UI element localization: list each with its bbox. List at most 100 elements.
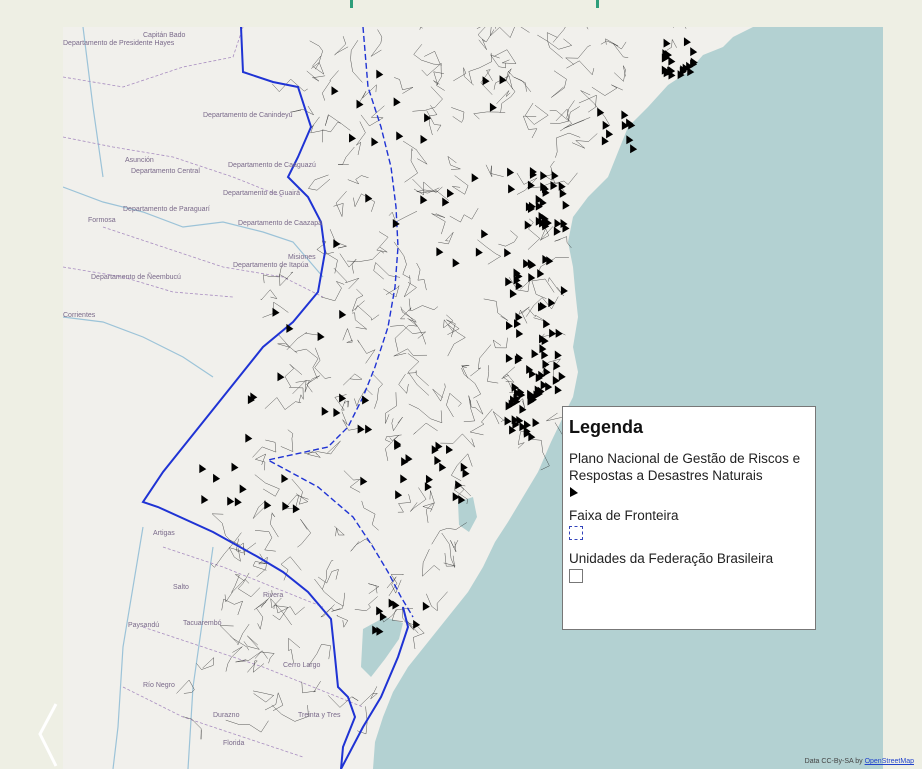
municipal-boundary-segment: [468, 52, 493, 84]
plan-marker: [475, 247, 483, 257]
municipal-boundary-segment: [253, 590, 273, 611]
municipal-boundary-segment: [399, 298, 412, 320]
header-tick-right: [596, 0, 599, 8]
municipal-boundary-segment: [522, 115, 538, 139]
plan-marker: [499, 75, 507, 85]
plan-marker: [281, 473, 289, 483]
municipal-boundary-segment: [372, 374, 383, 409]
municipal-boundary-segment: [431, 522, 467, 545]
municipal-boundary-segment: [388, 574, 404, 597]
municipal-boundary-segment: [343, 470, 361, 493]
municipal-boundary-segment: [385, 392, 397, 424]
municipal-boundary-segment: [525, 102, 549, 125]
municipal-boundary-segment: [429, 105, 438, 136]
municipal-boundary-segment: [402, 606, 419, 634]
plan-marker: [537, 268, 545, 278]
plan-marker: [626, 135, 634, 145]
place-label: Departamento de Itapúa: [233, 262, 309, 269]
municipal-boundary-segment: [538, 257, 569, 273]
municipal-boundary-segment: [443, 314, 454, 333]
plan-marker: [333, 239, 341, 249]
plan-marker: [542, 254, 550, 264]
municipal-boundary-segment: [235, 650, 268, 663]
plan-marker: [535, 201, 543, 211]
municipal-boundary-segment: [527, 218, 541, 250]
plan-marker: [527, 203, 535, 213]
municipal-boundary-segment: [513, 76, 532, 93]
municipal-boundary-segment: [288, 637, 301, 664]
plan-marker: [239, 484, 247, 494]
municipal-boundary-segment: [612, 41, 629, 58]
openstreetmap-link[interactable]: OpenStreetMap: [864, 758, 914, 765]
plan-marker: [535, 216, 543, 226]
plan-marker: [621, 110, 629, 120]
legend-label-border: Faixa de Fronteira: [569, 508, 679, 523]
municipal-boundary-segment: [591, 84, 623, 96]
municipal-boundary-segment: [334, 526, 345, 537]
plan-marker: [621, 121, 629, 131]
plan-marker: [413, 619, 421, 629]
municipal-boundary-segment: [357, 339, 376, 364]
map-attribution: Data CC-By-SA by OpenStreetMap: [805, 758, 914, 765]
plan-marker: [396, 131, 404, 141]
plan-marker: [529, 260, 537, 270]
municipal-boundary-segment: [225, 646, 243, 672]
municipal-boundary-segment: [555, 132, 581, 158]
place-label: Departamento de Canindeyú: [203, 112, 293, 119]
municipal-boundary-segment: [270, 597, 292, 626]
municipal-boundary-segment: [306, 375, 320, 393]
municipal-boundary-segment: [383, 285, 400, 298]
plan-marker: [606, 129, 614, 139]
place-labels: Departamento de Presidente HayesCapitán …: [63, 32, 341, 747]
plan-marker: [199, 464, 207, 474]
plan-marker: [555, 328, 563, 338]
municipal-boundary-segment: [493, 49, 517, 64]
municipal-boundary-segment: [505, 68, 514, 82]
municipal-boundary-segment: [566, 60, 595, 76]
plan-marker: [513, 319, 521, 329]
municipal-boundary-segment: [196, 657, 215, 670]
municipal-boundary-segment: [262, 301, 289, 318]
plan-marker: [420, 195, 428, 205]
plan-marker: [333, 407, 341, 417]
municipal-boundary-segment: [291, 478, 309, 505]
municipal-boundary-segment: [499, 27, 530, 38]
municipal-boundary-segment: [391, 607, 414, 622]
disaster-plan-markers: [199, 37, 698, 636]
municipal-boundary-segment: [358, 84, 377, 104]
plan-marker: [462, 468, 470, 478]
municipal-boundary-segment: [256, 601, 267, 630]
municipal-boundary-segment: [237, 572, 261, 598]
plan-marker: [393, 97, 401, 107]
plan-marker: [392, 600, 400, 610]
municipal-boundary-segment: [337, 146, 355, 165]
municipal-boundary-segment: [413, 423, 438, 435]
plan-marker: [431, 445, 439, 455]
plan-marker: [447, 188, 455, 198]
plan-marker: [357, 424, 365, 434]
place-label: Cerro Largo: [283, 662, 320, 669]
plan-marker: [362, 395, 370, 405]
plan-marker: [360, 476, 368, 486]
plan-marker: [526, 364, 534, 374]
plan-marker: [376, 606, 384, 616]
plan-marker: [439, 462, 447, 472]
chevron-left-icon[interactable]: [34, 700, 64, 769]
plan-marker: [628, 120, 636, 130]
municipal-boundary-segment: [485, 164, 504, 177]
municipal-boundary-segment: [407, 370, 429, 386]
municipal-boundary-segment: [426, 591, 448, 612]
municipal-boundary-segment: [314, 578, 346, 607]
municipal-boundary-segment: [393, 241, 411, 279]
attribution-text: Data CC-By-SA by: [804, 758, 865, 765]
legend-item-uf: Unidades da Federação Brasileira: [569, 550, 809, 583]
municipal-boundary-segment: [325, 114, 351, 131]
plan-marker: [505, 277, 513, 287]
plan-marker: [379, 612, 387, 622]
municipal-boundary-segment: [343, 373, 363, 386]
plan-marker: [527, 180, 535, 190]
plan-marker: [395, 490, 403, 500]
municipal-boundary-segment: [391, 416, 403, 432]
plan-marker: [516, 328, 524, 338]
